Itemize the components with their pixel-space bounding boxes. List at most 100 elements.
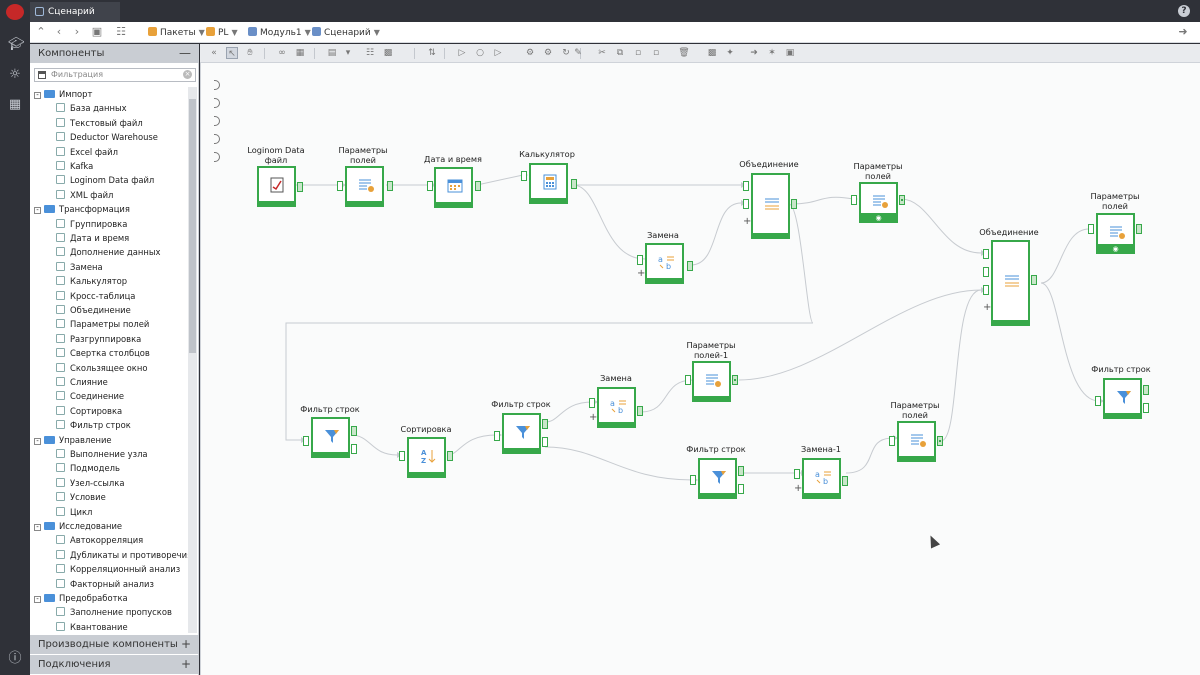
- cut-icon[interactable]: ✂︎: [598, 48, 606, 58]
- input-port[interactable]: [983, 249, 989, 259]
- tree-group[interactable]: -Исследование: [34, 519, 122, 533]
- copy-icon[interactable]: ⧉: [616, 48, 624, 58]
- input-port[interactable]: [303, 436, 309, 446]
- run-icon[interactable]: ▷: [458, 48, 466, 58]
- link-icon[interactable]: ∞: [278, 48, 286, 58]
- collapse-toggle-icon[interactable]: -: [34, 524, 41, 531]
- breadcrumb-pl[interactable]: PL▼: [206, 26, 238, 40]
- image-icon[interactable]: ▣: [785, 48, 795, 58]
- output-port[interactable]: [351, 426, 357, 436]
- arrange-icon[interactable]: ☷: [365, 48, 375, 58]
- collapse-toggle-icon[interactable]: -: [34, 207, 41, 215]
- input-port[interactable]: [494, 431, 500, 441]
- components-panel-header[interactable]: Компоненты —: [30, 44, 199, 63]
- hierarchy-icon[interactable]: ☷: [116, 25, 126, 38]
- output-port[interactable]: [738, 466, 744, 476]
- grid-icon[interactable]: ▦: [295, 48, 305, 58]
- tree-item[interactable]: Объединение: [56, 303, 131, 317]
- tree-item[interactable]: Группировка: [56, 217, 127, 231]
- collapse-icon[interactable]: —: [179, 46, 191, 60]
- input-port[interactable]: [794, 469, 800, 479]
- tree-item[interactable]: Выполнение узла: [56, 447, 148, 461]
- pin-icon[interactable]: ✶: [768, 48, 776, 58]
- tree-item[interactable]: Фильтр строк: [56, 418, 131, 432]
- delete-icon[interactable]: 🗑︎: [678, 48, 690, 58]
- input-port[interactable]: [1095, 396, 1101, 406]
- tree-item[interactable]: Разгруппировка: [56, 332, 141, 346]
- share-icon[interactable]: ➜: [1178, 25, 1188, 38]
- input-port[interactable]: [889, 436, 895, 446]
- tree-item[interactable]: Автокорреляция: [56, 533, 143, 547]
- align-icon[interactable]: ▤: [327, 48, 337, 58]
- node-field-params[interactable]: [345, 166, 384, 207]
- input-port[interactable]: [1088, 224, 1094, 234]
- collapse-toggle-icon[interactable]: -: [34, 92, 41, 99]
- input-port[interactable]: [851, 195, 857, 205]
- output-port[interactable]: [937, 436, 943, 446]
- output-port[interactable]: [475, 181, 481, 191]
- compass-icon[interactable]: ☼: [9, 67, 21, 82]
- expand-icon[interactable]: +: [180, 657, 191, 671]
- stop-icon[interactable]: ○: [476, 48, 484, 58]
- input-port[interactable]: [983, 267, 989, 277]
- output-port[interactable]: [732, 375, 738, 385]
- eye-icon[interactable]: ◉: [859, 213, 898, 223]
- settings-icon[interactable]: ⚙︎: [543, 48, 553, 58]
- breadcrumb-module[interactable]: Модуль1▼: [248, 26, 311, 40]
- node-field-params-5[interactable]: [897, 421, 936, 462]
- tree-item[interactable]: Корреляционный анализ: [56, 562, 180, 576]
- input-port[interactable]: [685, 375, 691, 385]
- tree-item[interactable]: Кросс-таблица: [56, 289, 135, 303]
- port-shape-icon[interactable]: [214, 134, 220, 144]
- input-port[interactable]: [743, 181, 749, 191]
- tree-item[interactable]: Дата и время: [56, 231, 129, 245]
- add-port-icon[interactable]: +: [589, 412, 598, 423]
- back-icon[interactable]: ‹: [56, 25, 62, 38]
- output-port[interactable]: [297, 182, 303, 192]
- tree-item[interactable]: XML файл: [56, 188, 113, 202]
- forward-icon[interactable]: ›: [74, 25, 80, 38]
- tree-item[interactable]: Deductor Warehouse: [56, 130, 158, 144]
- tree-scrollbar[interactable]: [188, 87, 197, 633]
- tree-item[interactable]: Параметры полей: [56, 317, 149, 331]
- tree-group[interactable]: -Трансформация: [34, 202, 130, 216]
- connections-panel-header[interactable]: Подключения +: [30, 655, 199, 674]
- tree-item[interactable]: Сортировка: [56, 404, 122, 418]
- calculator-icon[interactable]: ▦: [8, 97, 22, 112]
- node-loginom-data-file[interactable]: [257, 166, 296, 207]
- input-port[interactable]: [521, 171, 527, 181]
- output-port[interactable]: [351, 444, 357, 454]
- input-port[interactable]: [983, 285, 989, 295]
- tree-item[interactable]: Факторный анализ: [56, 577, 154, 591]
- tree-group[interactable]: -Управление: [34, 433, 112, 447]
- save-icon[interactable]: ▣: [91, 25, 103, 38]
- tree-item[interactable]: Дубликаты и противоречия: [56, 548, 188, 562]
- node-field-params-3[interactable]: ◉: [1096, 213, 1135, 254]
- tree-item[interactable]: Скользящее окно: [56, 361, 147, 375]
- output-port[interactable]: [1031, 275, 1037, 285]
- output-port[interactable]: [738, 484, 744, 494]
- output-port[interactable]: [637, 406, 643, 416]
- chevron-up-icon[interactable]: ⌃: [36, 25, 46, 38]
- tree-item[interactable]: Условие: [56, 490, 106, 504]
- node-union[interactable]: [751, 173, 790, 239]
- tree-group[interactable]: -Предобработка: [34, 591, 128, 605]
- input-port[interactable]: [337, 181, 343, 191]
- derived-panel-header[interactable]: Производные компоненты +: [30, 635, 199, 654]
- output-port[interactable]: [1143, 385, 1149, 395]
- output-port[interactable]: [842, 476, 848, 486]
- clear-icon[interactable]: ×: [183, 70, 192, 79]
- port-shape-icon[interactable]: [214, 116, 220, 126]
- add-port-icon[interactable]: +: [983, 302, 992, 313]
- info-icon[interactable]: ⓘ: [8, 651, 22, 666]
- eye-icon[interactable]: ◉: [1096, 244, 1135, 254]
- node-datetime[interactable]: [434, 167, 473, 208]
- scrollbar-thumb[interactable]: [189, 99, 196, 353]
- tab-scenario[interactable]: Сценарий: [30, 2, 120, 22]
- tree-item[interactable]: Kafka: [56, 159, 93, 173]
- port-shape-icon[interactable]: [214, 152, 220, 162]
